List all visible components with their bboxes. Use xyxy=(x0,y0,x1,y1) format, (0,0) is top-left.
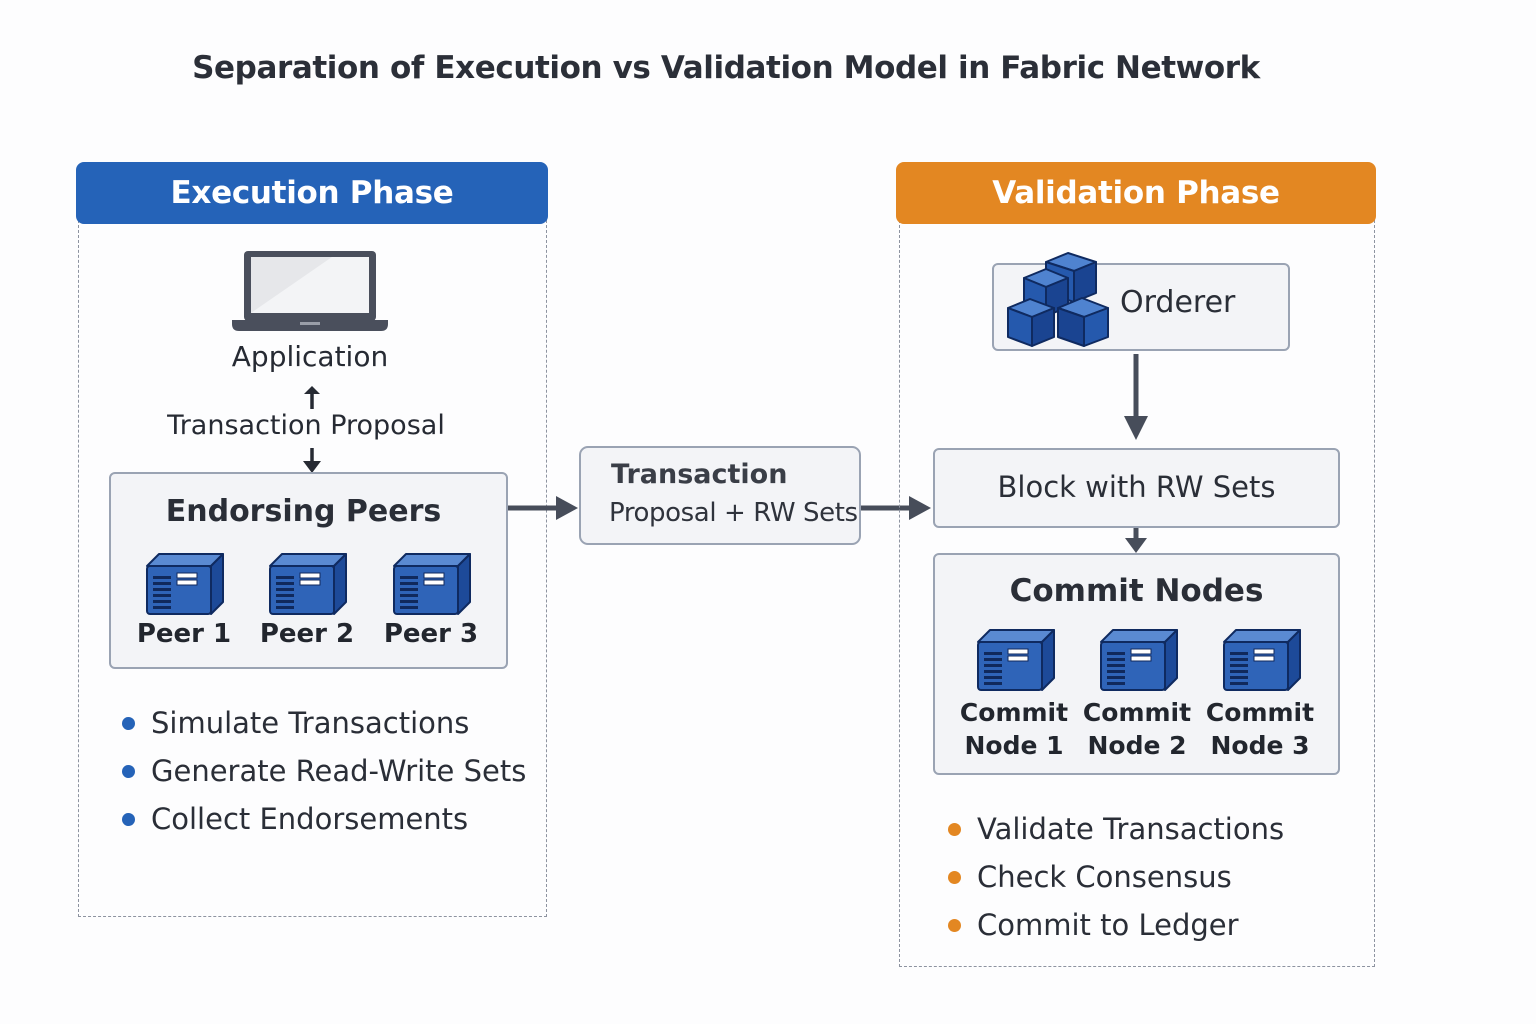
server-icon xyxy=(1100,629,1178,691)
arrow-right-icon xyxy=(508,496,578,520)
bullet-dot xyxy=(122,716,135,730)
arrow-down-icon xyxy=(303,448,321,473)
arrow-up-icon xyxy=(304,386,320,409)
commit-node-label-line2: Node 2 xyxy=(1087,731,1187,760)
application-label: Application xyxy=(231,340,389,373)
orderer-label: Orderer xyxy=(1120,285,1236,320)
execution-phase-title: Execution Phase xyxy=(170,175,454,211)
execution-phase-header: Execution Phase xyxy=(76,162,548,224)
arrow-right-icon xyxy=(861,496,931,520)
bullet-dot xyxy=(948,918,961,932)
block-rw-sets-label: Block with RW Sets xyxy=(997,470,1276,504)
commit-node-label-line1: Commit xyxy=(1205,698,1315,727)
bullet-item: Collect Endorsements xyxy=(122,795,526,843)
block-rw-sets-box: Block with RW Sets xyxy=(933,448,1340,528)
bullet-dot xyxy=(948,870,961,884)
arrow-down-icon xyxy=(1124,354,1148,440)
validation-bullet-list: Validate Transactions Check Consensus Co… xyxy=(948,805,1284,949)
transaction-line1: Transaction xyxy=(611,459,788,490)
commit-node-label-line1: Commit xyxy=(959,698,1069,727)
server-icon xyxy=(1223,629,1301,691)
bullet-dot xyxy=(948,822,961,836)
server-icon xyxy=(146,553,224,615)
laptop-icon xyxy=(232,251,388,331)
cubes-icon xyxy=(1007,252,1109,347)
commit-nodes-title: Commit Nodes xyxy=(1009,573,1264,609)
validation-phase-header: Validation Phase xyxy=(896,162,1376,224)
execution-bullet-list: Simulate Transactions Generate Read-Writ… xyxy=(122,699,526,843)
endorsing-peers-title: Endorsing Peers xyxy=(165,494,442,529)
bullet-dot xyxy=(122,764,135,778)
server-icon xyxy=(977,629,1055,691)
validation-phase-title: Validation Phase xyxy=(992,175,1280,211)
commit-node-label-line2: Node 3 xyxy=(1210,731,1310,760)
transaction-rw-sets-box: Transaction Proposal + RW Sets xyxy=(579,446,861,545)
peer-label: Peer 3 xyxy=(383,619,479,649)
peer-label: Peer 1 xyxy=(136,619,232,649)
peer-label: Peer 2 xyxy=(259,619,355,649)
transaction-line2: Proposal + RW Sets xyxy=(609,498,858,528)
server-icon xyxy=(269,553,347,615)
commit-node-label-line2: Node 1 xyxy=(964,731,1064,760)
arrow-down-icon xyxy=(1125,528,1147,553)
bullet-item: Commit to Ledger xyxy=(948,901,1284,949)
bullet-item: Check Consensus xyxy=(948,853,1284,901)
bullet-item: Generate Read-Write Sets xyxy=(122,747,526,795)
bullet-item: Validate Transactions xyxy=(948,805,1284,853)
server-icon xyxy=(393,553,471,615)
diagram-title: Separation of Execution vs Validation Mo… xyxy=(192,50,1260,86)
transaction-proposal-label: Transaction Proposal xyxy=(167,410,445,441)
commit-node-label-line1: Commit xyxy=(1082,698,1192,727)
bullet-dot xyxy=(122,812,135,826)
bullet-item: Simulate Transactions xyxy=(122,699,526,747)
